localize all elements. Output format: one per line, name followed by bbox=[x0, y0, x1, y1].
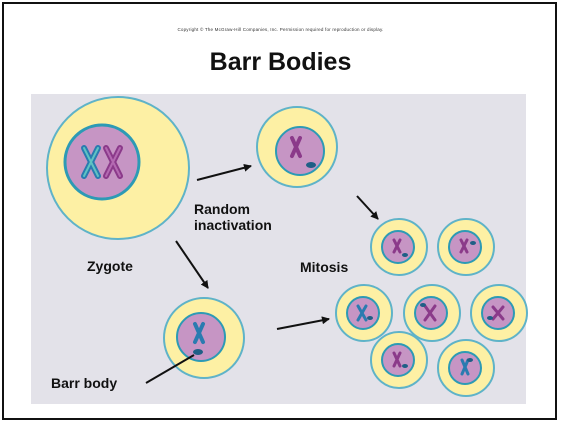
cluster-cell-2 bbox=[438, 219, 494, 275]
arrow-top-to-cluster bbox=[357, 196, 378, 219]
label-inactivation: inactivation bbox=[194, 217, 272, 233]
cluster-cell-6 bbox=[371, 332, 427, 388]
cluster-cell-1 bbox=[371, 219, 427, 275]
barr-body bbox=[193, 349, 203, 355]
label-barr-body: Barr body bbox=[51, 375, 117, 391]
arrow-bottom-to-cluster bbox=[277, 319, 329, 329]
cluster-cell-4 bbox=[404, 285, 460, 341]
cluster-cell-5 bbox=[471, 285, 527, 341]
cluster-cell-7 bbox=[438, 340, 494, 396]
zygote-cell bbox=[47, 97, 189, 239]
label-random: Random bbox=[194, 201, 250, 217]
cluster-cell-3 bbox=[336, 285, 392, 341]
label-mitosis: Mitosis bbox=[300, 259, 348, 275]
label-zygote: Zygote bbox=[87, 258, 133, 274]
arrow-zygote-to-top bbox=[197, 166, 251, 180]
cell-top bbox=[257, 107, 337, 187]
mitosis-cluster bbox=[336, 219, 527, 396]
arrow-zygote-to-bottom bbox=[176, 241, 208, 288]
